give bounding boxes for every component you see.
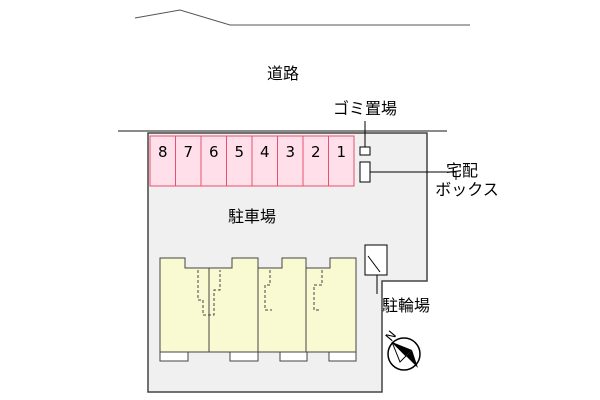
parking-space-number: 8 — [158, 143, 168, 161]
parking-space-number: 4 — [260, 143, 270, 161]
delivery-box-label-line1: 宅配 — [446, 161, 478, 180]
parking-space — [328, 135, 355, 187]
interior-dashed-wall — [197, 270, 221, 316]
parking-space-number: 6 — [209, 143, 219, 161]
delivery-box-label-line2: ボックス — [435, 180, 499, 199]
garbage-area-label: ゴミ置場 — [333, 99, 397, 118]
parking-space-number: 7 — [183, 143, 193, 161]
balcony — [229, 351, 259, 362]
balcony — [328, 351, 357, 362]
parking-space-number: 2 — [311, 143, 321, 161]
delivery-box-leader-line — [370, 171, 457, 180]
balcony — [159, 351, 189, 362]
parking-space — [149, 135, 176, 187]
delivery-box — [359, 161, 371, 183]
balcony — [279, 351, 308, 362]
parking-space-number: 5 — [234, 143, 244, 161]
bicycle-parking — [364, 244, 388, 276]
apartment-building — [159, 257, 357, 362]
parking-space — [200, 135, 227, 187]
parking-space-number: 1 — [336, 143, 346, 161]
bicycle-parking-diagonal — [367, 255, 381, 273]
parking-space — [175, 135, 202, 187]
parking-space-number: 3 — [285, 143, 295, 161]
road-edge-line — [134, 9, 470, 26]
parking-lot-label: 駐車場 — [228, 207, 276, 226]
interior-dashed-wall — [264, 270, 272, 311]
parking-space — [302, 135, 329, 187]
garbage-area — [359, 146, 371, 156]
interior-dashed-wall — [313, 270, 323, 311]
road-label: 道路 — [267, 64, 299, 83]
compass-icon — [387, 337, 421, 371]
bicycle-parking-label: 駐輪場 — [382, 296, 430, 315]
